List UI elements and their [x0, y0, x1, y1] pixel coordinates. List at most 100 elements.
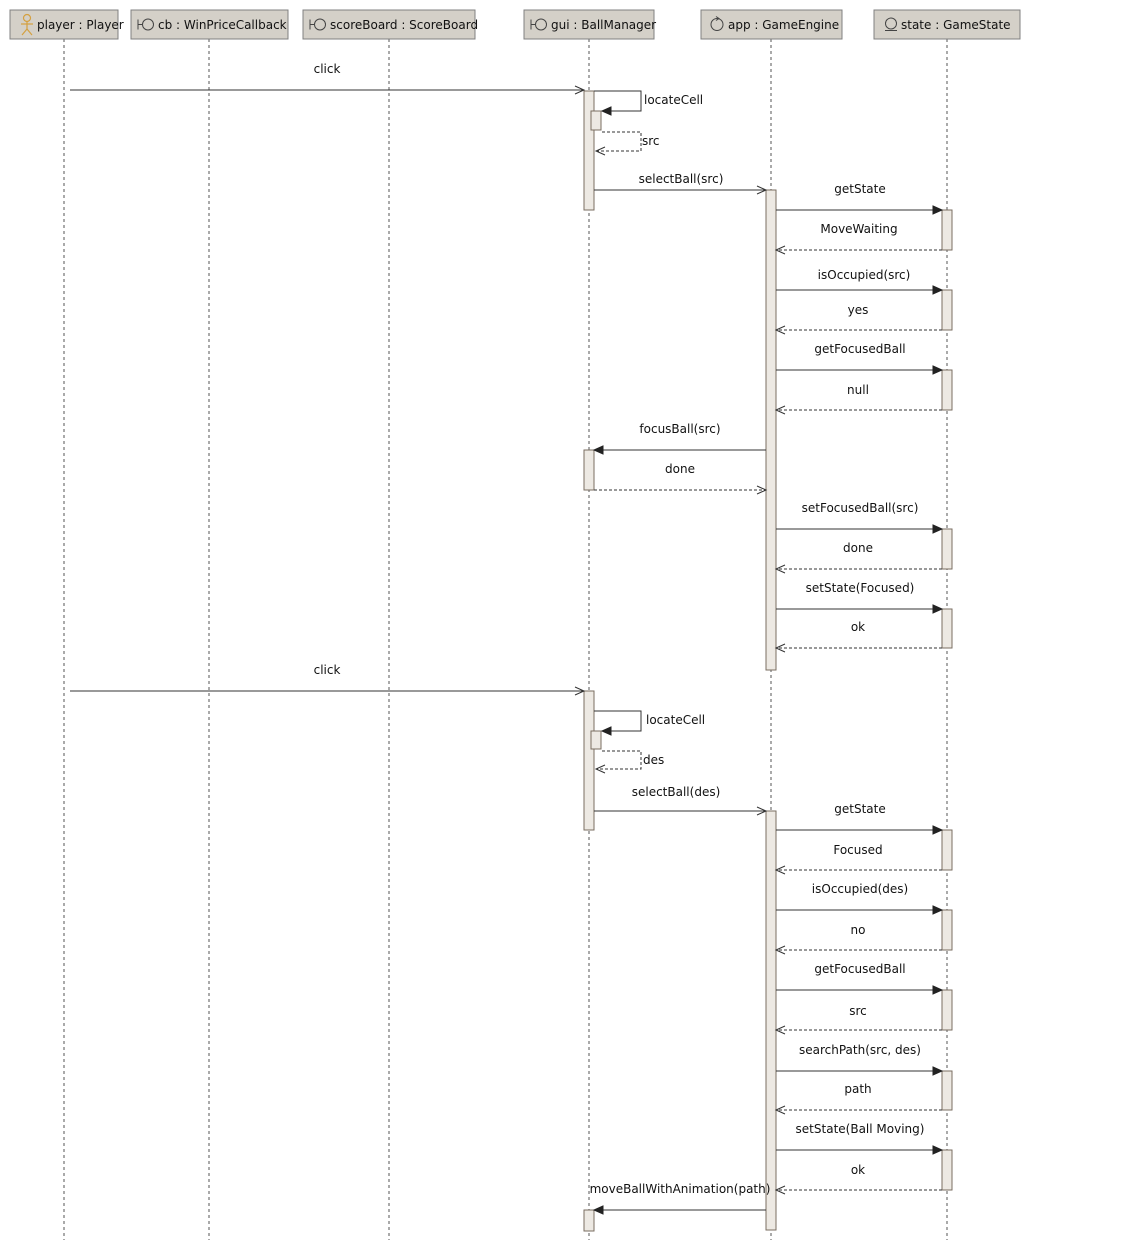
activation-bar-gui: [583, 690, 595, 831]
message-label: ok: [851, 620, 865, 634]
message-label: locateCell: [646, 713, 705, 727]
activation-bar-gui: [590, 730, 602, 750]
activation-bar-state: [941, 1149, 953, 1191]
return-message[interactable]: done: [594, 462, 768, 495]
message-label: isOccupied(des): [812, 882, 908, 896]
message-label: src: [849, 1004, 867, 1018]
boundary-icon: [137, 18, 154, 31]
message-label: getFocusedBall: [814, 962, 905, 976]
message-label: null: [847, 383, 869, 397]
return-message[interactable]: done: [774, 541, 942, 574]
message-label: moveBallWithAnimation(path): [590, 1182, 771, 1196]
message-label: src: [642, 134, 660, 148]
activation-bar-app: [765, 189, 777, 671]
activation-bar-gui: [583, 1209, 595, 1232]
activation-bar-gui: [583, 449, 595, 491]
activation-bar-state: [941, 989, 953, 1031]
call-message[interactable]: getFocusedBall: [776, 962, 944, 995]
message-label: MoveWaiting: [820, 222, 897, 236]
messages: click locateCell src selectBall(src) getStat…: [70, 62, 944, 1215]
activation-bar-state: [941, 608, 953, 649]
participant-label: app : GameEngine: [728, 18, 839, 32]
return-message[interactable]: ok: [774, 1163, 942, 1195]
message-label: click: [314, 663, 341, 677]
return-message[interactable]: path: [774, 1082, 942, 1115]
call-message[interactable]: isOccupied(des): [776, 882, 944, 915]
activation-bar-gui: [583, 90, 595, 211]
call-message[interactable]: setState(Ball Moving): [776, 1122, 944, 1155]
call-message[interactable]: selectBall(src): [594, 172, 768, 195]
call-message[interactable]: focusBall(src): [592, 422, 766, 455]
participant-label: cb : WinPriceCallback: [158, 18, 287, 32]
message-label: isOccupied(src): [818, 268, 911, 282]
boundary-icon: [309, 18, 326, 31]
message-label: setFocusedBall(src): [802, 501, 919, 515]
message-label: yes: [848, 303, 869, 317]
message-label: click: [314, 62, 341, 76]
control-icon: [710, 16, 724, 31]
message-label: setState(Focused): [806, 581, 915, 595]
message-label: getFocusedBall: [814, 342, 905, 356]
participant-label: state : GameState: [901, 18, 1011, 32]
activation-bars: [583, 90, 953, 1232]
return-message[interactable]: des: [594, 750, 664, 774]
message-label: searchPath(src, des): [799, 1043, 921, 1057]
call-message[interactable]: setFocusedBall(src): [776, 501, 944, 534]
message-label: Focused: [833, 843, 882, 857]
message-label: setState(Ball Moving): [796, 1122, 925, 1136]
message-label: selectBall(des): [632, 785, 721, 799]
call-message[interactable]: getState: [776, 802, 944, 835]
participant-cb[interactable]: cb : WinPriceCallback: [130, 9, 289, 40]
message-label: des: [643, 753, 664, 767]
return-message[interactable]: no: [774, 923, 942, 955]
actor-icon: [21, 13, 33, 36]
call-message[interactable]: moveBallWithAnimation(path): [590, 1182, 771, 1215]
call-message[interactable]: selectBall(des): [594, 785, 768, 816]
return-message[interactable]: yes: [774, 303, 942, 335]
activation-bar-state: [941, 209, 953, 251]
participant-label: scoreBoard : ScoreBoard: [330, 18, 478, 32]
lifelines: [63, 39, 948, 1240]
participant-gui[interactable]: gui : BallManager: [523, 9, 656, 40]
message-label: done: [665, 462, 695, 476]
message-label: no: [851, 923, 866, 937]
activation-bar-state: [941, 909, 953, 951]
return-message[interactable]: null: [774, 383, 942, 415]
boundary-icon: [530, 18, 547, 31]
participant-label: gui : BallManager: [551, 18, 656, 32]
message-label: done: [843, 541, 873, 555]
participant-headers: player : Player cb : WinPriceCallback scor…: [9, 9, 1021, 40]
activation-bar-state: [941, 1070, 953, 1111]
call-message[interactable]: searchPath(src, des): [776, 1043, 944, 1076]
return-message[interactable]: Focused: [774, 843, 942, 875]
activation-bar-state: [941, 528, 953, 570]
return-message[interactable]: ok: [774, 620, 942, 653]
call-message[interactable]: isOccupied(src): [776, 268, 944, 295]
message-label: ok: [851, 1163, 865, 1177]
call-message[interactable]: getState: [776, 182, 944, 215]
message-label: locateCell: [644, 93, 703, 107]
return-message[interactable]: src: [774, 1004, 942, 1035]
activation-bar-state: [941, 369, 953, 411]
call-message[interactable]: getFocusedBall: [776, 342, 944, 375]
activation-bar-app: [765, 810, 777, 1231]
participant-player[interactable]: player : Player: [9, 9, 124, 40]
call-message[interactable]: locateCell: [594, 90, 703, 116]
message-label: getState: [834, 802, 885, 816]
call-message[interactable]: locateCell: [594, 710, 705, 736]
participant-state[interactable]: state : GameState: [873, 9, 1021, 40]
message-label: selectBall(src): [639, 172, 724, 186]
participant-scoreBoard[interactable]: scoreBoard : ScoreBoard: [302, 9, 478, 40]
message-label: getState: [834, 182, 885, 196]
call-message[interactable]: setState(Focused): [776, 581, 944, 614]
participant-app[interactable]: app : GameEngine: [700, 9, 843, 40]
call-message[interactable]: click: [70, 663, 586, 696]
activation-bar-gui: [590, 110, 602, 131]
return-message[interactable]: MoveWaiting: [774, 222, 942, 255]
message-label: path: [844, 1082, 871, 1096]
call-message[interactable]: click: [70, 62, 586, 95]
entity-icon: [885, 17, 897, 31]
return-message[interactable]: src: [594, 131, 660, 156]
activation-bar-state: [941, 829, 953, 871]
